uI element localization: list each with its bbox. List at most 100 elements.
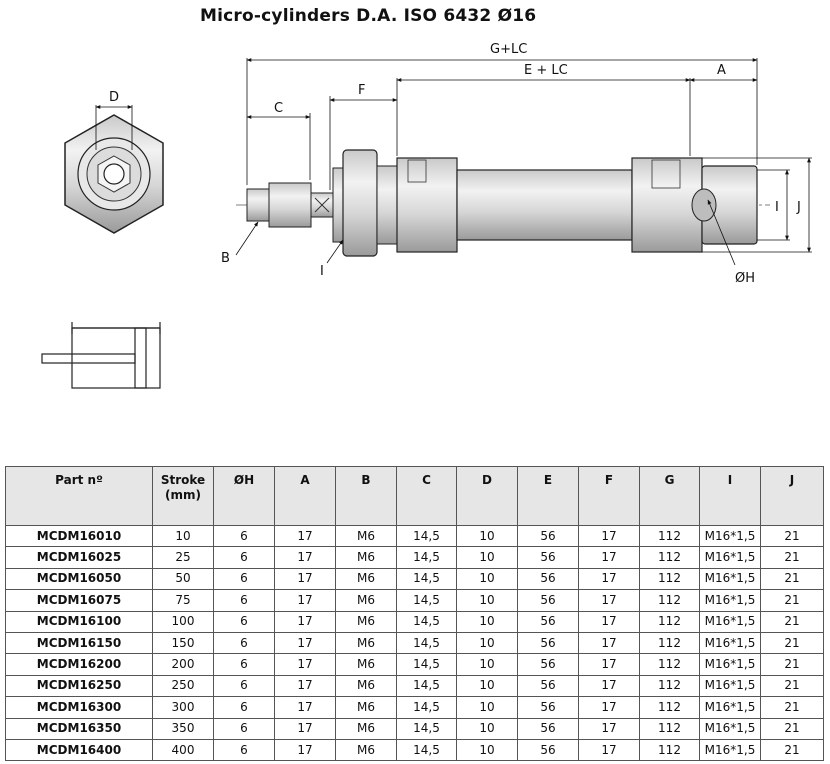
label-e-lc: E + LC [524, 63, 568, 78]
column-header: E [517, 466, 579, 526]
table-cell: M16*1,5 [699, 653, 761, 676]
part-number-cell: MCDM16025 [5, 546, 153, 569]
table-cell: 6 [213, 696, 275, 719]
table-cell: 17 [578, 653, 640, 676]
table-cell: 14,5 [396, 696, 457, 719]
table-cell: 200 [152, 653, 214, 676]
table-cell: 6 [213, 546, 275, 569]
table-cell: 6 [213, 631, 275, 655]
table-cell: 6 [213, 567, 275, 591]
end-view: D [64, 90, 164, 234]
table-cell: 14,5 [396, 653, 457, 676]
table-cell: M16*1,5 [699, 717, 761, 740]
table-cell: 6 [213, 610, 275, 633]
table-cell: 112 [639, 653, 700, 676]
table-cell: 250 [152, 674, 214, 698]
label-f: F [358, 83, 365, 98]
table-cell: 21 [760, 610, 824, 633]
table-cell: 56 [517, 567, 579, 591]
table-cell: 17 [274, 524, 336, 548]
table-cell: 6 [213, 674, 275, 698]
column-header: Stroke (mm) [152, 466, 214, 526]
table-cell: M16*1,5 [699, 546, 761, 569]
part-number-cell: MCDM16400 [5, 738, 153, 762]
table-cell: 112 [639, 738, 700, 762]
table-cell: 56 [517, 738, 579, 762]
table-cell: 14,5 [396, 589, 457, 612]
table-cell: 10 [456, 524, 518, 548]
table-cell: 6 [213, 738, 275, 762]
part-number-cell: MCDM16250 [5, 674, 153, 698]
table-cell: M16*1,5 [699, 631, 761, 655]
table-cell: 14,5 [396, 610, 457, 633]
table-cell: 21 [760, 674, 824, 698]
table-cell: 10 [152, 524, 214, 548]
label-oh: ØH [735, 271, 755, 286]
table-cell: 17 [578, 738, 640, 762]
table-cell: M16*1,5 [699, 610, 761, 633]
table-cell: 10 [456, 696, 518, 719]
part-number-cell: MCDM16300 [5, 696, 153, 719]
column-header: I [699, 466, 761, 526]
table-cell: 21 [760, 546, 824, 569]
table-cell: 10 [456, 589, 518, 612]
table-cell: 21 [760, 631, 824, 655]
table-cell: 17 [274, 610, 336, 633]
page-title: Micro-cylinders D.A. ISO 6432 Ø16 [200, 6, 537, 26]
table-cell: 17 [578, 589, 640, 612]
table-cell: 112 [639, 567, 700, 591]
column-header: F [578, 466, 640, 526]
table-cell: 112 [639, 589, 700, 612]
table-cell: 56 [517, 524, 579, 548]
table-cell: 10 [456, 567, 518, 591]
table-cell: 21 [760, 717, 824, 740]
part-number-cell: MCDM16010 [5, 524, 153, 548]
table-cell: 17 [274, 546, 336, 569]
table-cell: 14,5 [396, 567, 457, 591]
side-view: G+LC E + LC A F C B I I J [221, 42, 812, 286]
table-cell: 75 [152, 589, 214, 612]
table-cell: 14,5 [396, 674, 457, 698]
table-cell: M6 [335, 524, 397, 548]
label-a: A [717, 63, 726, 78]
column-header: B [335, 466, 397, 526]
table-cell: M16*1,5 [699, 567, 761, 591]
label-j: J [796, 200, 801, 215]
table-cell: 6 [213, 717, 275, 740]
part-number-cell: MCDM16050 [5, 567, 153, 591]
table-cell: 112 [639, 610, 700, 633]
column-header: J [760, 466, 824, 526]
table-cell: 17 [274, 567, 336, 591]
table-cell: 10 [456, 653, 518, 676]
part-number-cell: MCDM16350 [5, 717, 153, 740]
table-cell: 56 [517, 653, 579, 676]
table-cell: 10 [456, 631, 518, 655]
table-cell: 10 [456, 717, 518, 740]
table-cell: 10 [456, 674, 518, 698]
table-cell: 112 [639, 674, 700, 698]
table-cell: 56 [517, 610, 579, 633]
column-header: C [396, 466, 457, 526]
table-cell: M16*1,5 [699, 696, 761, 719]
table-cell: 17 [578, 696, 640, 719]
table-cell: 6 [213, 589, 275, 612]
table-cell: 21 [760, 696, 824, 719]
part-number-cell: MCDM16100 [5, 610, 153, 633]
table-cell: 21 [760, 567, 824, 591]
label-g-lc: G+LC [490, 42, 527, 57]
table-cell: 56 [517, 631, 579, 655]
column-header: D [456, 466, 518, 526]
table-cell: 10 [456, 738, 518, 762]
column-header: A [274, 466, 336, 526]
table-cell: 6 [213, 653, 275, 676]
